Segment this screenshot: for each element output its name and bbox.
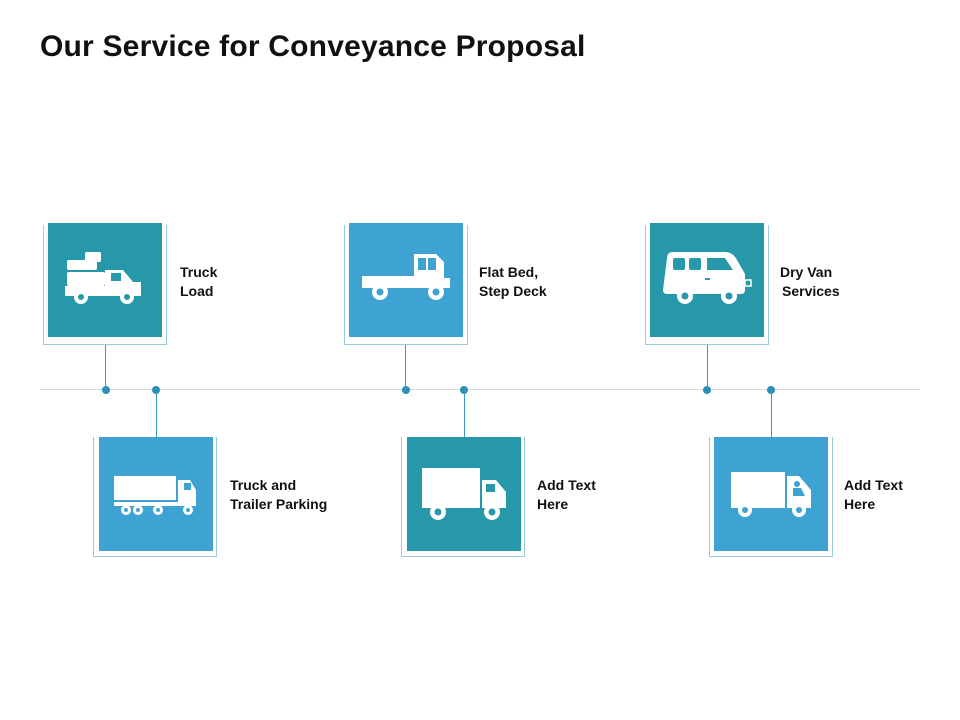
timeline-dot xyxy=(703,386,711,394)
service-label: Truck Load xyxy=(180,264,218,299)
service-label: Dry Van Services xyxy=(780,264,840,299)
service-tile-delivery-truck xyxy=(714,437,828,551)
tile-frame xyxy=(401,437,525,557)
connector-line xyxy=(156,389,157,437)
loaded-truck-icon xyxy=(65,252,141,304)
van-icon xyxy=(663,252,752,304)
semi-trailer-icon xyxy=(114,476,196,515)
connector-line xyxy=(771,389,772,437)
pickup-truck-icon xyxy=(362,254,450,300)
connector-line xyxy=(707,345,708,389)
tile-frame xyxy=(709,437,833,557)
tile-frame xyxy=(344,225,468,345)
timeline-axis xyxy=(40,389,920,390)
service-label: Truck and Trailer Parking xyxy=(230,477,328,512)
connector-line xyxy=(464,389,465,437)
timeline-dot xyxy=(102,386,110,394)
box-truck-icon xyxy=(422,468,506,520)
tile-frame xyxy=(43,225,167,345)
service-label: Add Text Here xyxy=(537,477,596,512)
service-tile-dry-van xyxy=(650,223,764,337)
service-tile-truck-load xyxy=(48,223,162,337)
service-tile-trailer-parking xyxy=(99,437,213,551)
service-label: Flat Bed, Step Deck xyxy=(479,264,547,299)
connector-line xyxy=(405,345,406,389)
timeline-dot xyxy=(402,386,410,394)
delivery-truck-icon xyxy=(731,472,811,517)
tile-frame xyxy=(93,437,217,557)
service-tile-flat-bed xyxy=(349,223,463,337)
tile-frame xyxy=(645,225,769,345)
page-title: Our Service for Conveyance Proposal xyxy=(40,30,586,63)
connector-line xyxy=(105,345,106,389)
service-tile-box-truck xyxy=(407,437,521,551)
service-label: Add Text Here xyxy=(844,477,903,512)
